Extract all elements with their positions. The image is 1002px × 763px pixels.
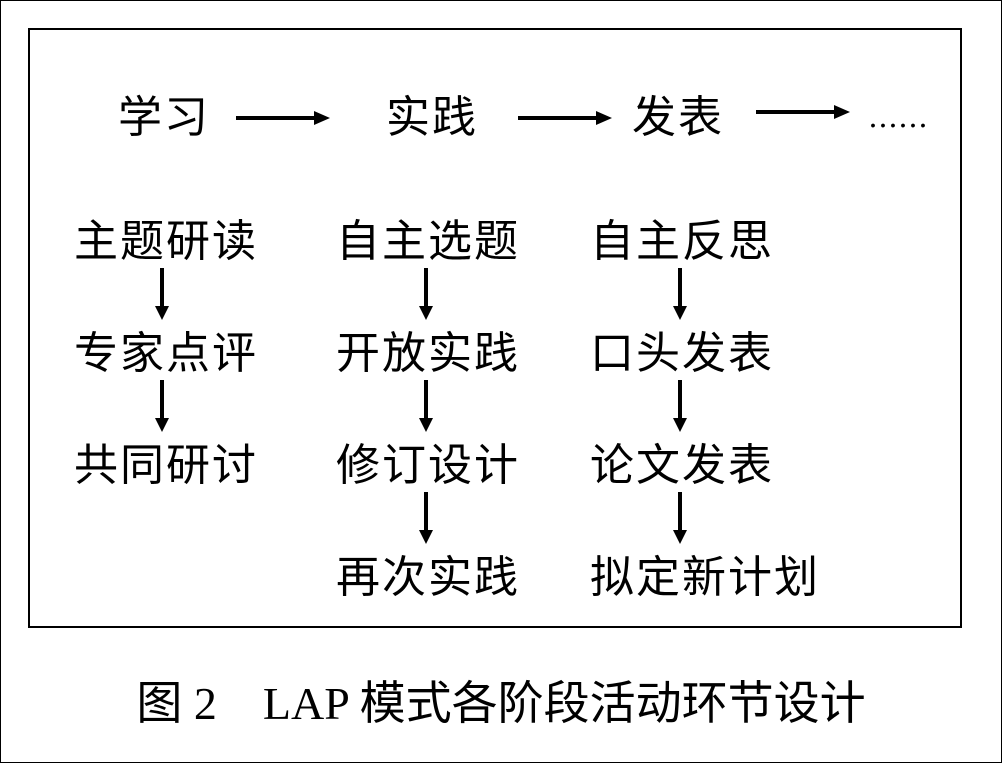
arrow-down-col1-1: [155, 268, 169, 320]
stage-ellipsis: ……: [868, 100, 928, 135]
col3-item-2: 口头发表: [590, 328, 774, 379]
figure-caption: 图 2 LAP 模式各阶段活动环节设计: [136, 678, 866, 729]
col3-item-4: 拟定新计划: [590, 552, 820, 603]
stage-practice: 实践: [386, 92, 478, 143]
stage-learn: 学习: [118, 92, 210, 143]
col2-item-3: 修订设计: [336, 440, 520, 491]
arrow-down-col2-3: [419, 492, 433, 544]
arrow-right-2: [518, 111, 612, 125]
arrow-down-col2-2: [419, 380, 433, 432]
col1-item-3: 共同研讨: [74, 440, 258, 491]
col1-item-1: 主题研读: [74, 216, 258, 267]
arrow-right-1: [236, 111, 330, 125]
arrow-down-col2-1: [419, 268, 433, 320]
col2-item-4: 再次实践: [336, 552, 520, 603]
arrow-down-col3-2: [673, 380, 687, 432]
col1-item-2: 专家点评: [74, 328, 258, 379]
col2-item-2: 开放实践: [336, 328, 520, 379]
arrow-down-col3-1: [673, 268, 687, 320]
col2-item-1: 自主选题: [336, 216, 520, 267]
arrow-down-col1-2: [155, 380, 169, 432]
arrow-right-3: [756, 105, 850, 119]
diagram-border: [28, 28, 962, 628]
col3-item-3: 论文发表: [590, 440, 774, 491]
col3-item-1: 自主反思: [590, 216, 774, 267]
arrow-down-col3-3: [673, 492, 687, 544]
stage-publish: 发表: [632, 92, 724, 143]
